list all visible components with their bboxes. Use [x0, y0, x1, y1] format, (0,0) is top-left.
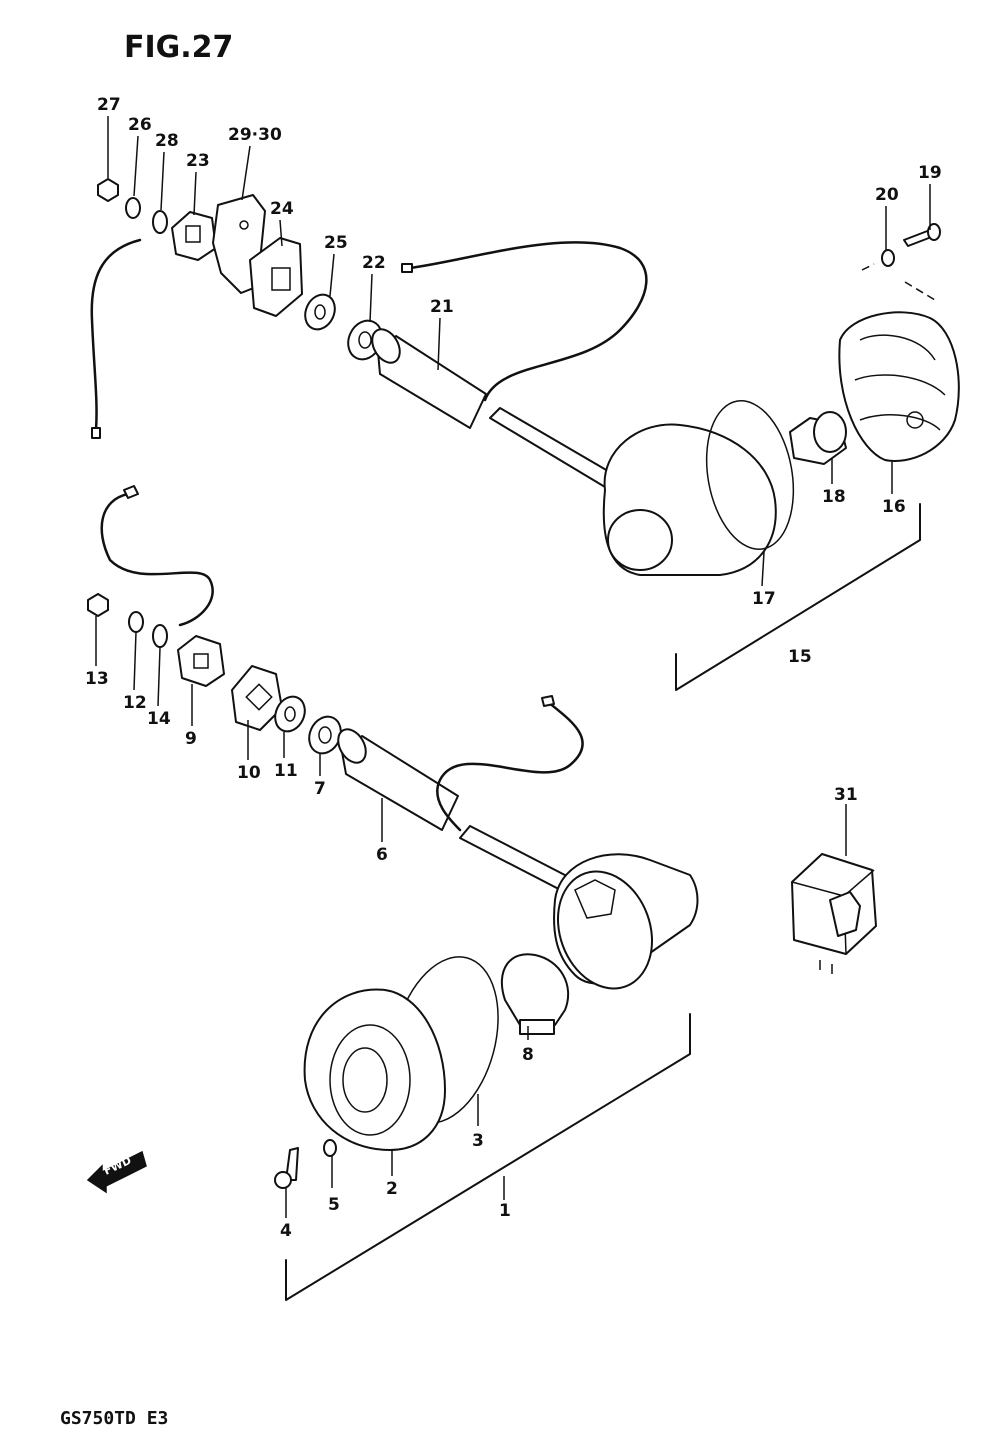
callout-18: 18	[822, 487, 846, 507]
callout-14: 14	[147, 709, 171, 729]
model-code-footer: GS750TD E3	[60, 1408, 168, 1429]
washer-25	[304, 293, 336, 331]
callout-28: 28	[155, 131, 179, 151]
callout-10: 10	[237, 763, 261, 783]
callout-31: 31	[834, 785, 858, 805]
callout-9: 9	[185, 729, 197, 749]
nut-13	[87, 593, 109, 617]
relay-31	[791, 853, 877, 974]
callout-6: 6	[376, 845, 388, 865]
washer-11	[274, 695, 306, 733]
holder-9	[177, 635, 225, 687]
washer-12	[128, 611, 144, 633]
nut-27	[97, 178, 119, 202]
washer-20	[881, 249, 895, 267]
lens-2	[303, 988, 446, 1151]
leader-lines	[95, 116, 931, 1218]
callout-26: 26	[128, 115, 152, 135]
washer-5	[323, 1139, 337, 1157]
bracket-1	[285, 1013, 691, 1301]
callout-21: 21	[430, 297, 454, 317]
callout-4: 4	[280, 1221, 292, 1241]
lower-turn-signal-assembly	[87, 485, 699, 1301]
callout-25: 25	[324, 233, 348, 253]
callout-labels: 27 26 28 23 29·30 24 25 22 21 19 20 18 1…	[85, 95, 942, 1241]
washer-26	[125, 197, 141, 219]
cushion-24	[249, 237, 303, 317]
callout-8: 8	[522, 1045, 534, 1065]
bracket-15	[675, 503, 921, 691]
screw-4	[285, 1147, 299, 1181]
callout-11: 11	[274, 761, 298, 781]
forward-arrow-icon: FWD	[86, 1150, 147, 1194]
callout-16: 16	[882, 497, 906, 517]
holder-23	[171, 211, 217, 261]
callout-19: 19	[918, 163, 942, 183]
upper-turn-signal-assembly	[90, 178, 960, 691]
callout-13: 13	[85, 669, 109, 689]
upper-threaded-stem	[489, 407, 621, 491]
callout-15: 15	[788, 647, 812, 667]
figure-title: FIG.27	[124, 30, 233, 65]
upper-wire-terminal	[91, 427, 101, 439]
callout-3: 3	[472, 1131, 484, 1151]
callout-24: 24	[270, 199, 294, 219]
upper-ground-wire	[90, 238, 142, 432]
terminal-28	[152, 210, 168, 234]
callout-5: 5	[328, 1195, 340, 1215]
terminal-14	[152, 624, 168, 648]
gasket-17	[705, 400, 795, 550]
callout-27: 27	[97, 95, 121, 115]
callout-7: 7	[314, 779, 326, 799]
callout-20: 20	[875, 185, 899, 205]
callout-22: 22	[362, 253, 386, 273]
callout-2: 2	[386, 1179, 398, 1199]
callout-17: 17	[752, 589, 776, 609]
callout-12: 12	[123, 693, 147, 713]
bulb-8	[500, 953, 570, 1026]
callout-29-30: 29·30	[228, 125, 282, 145]
lower-signal-wire	[436, 700, 584, 832]
lower-ground-wire	[100, 492, 214, 627]
upper-signal-wire	[408, 241, 648, 402]
lens-16	[838, 311, 960, 462]
callout-23: 23	[186, 151, 210, 171]
callout-1: 1	[499, 1201, 511, 1221]
